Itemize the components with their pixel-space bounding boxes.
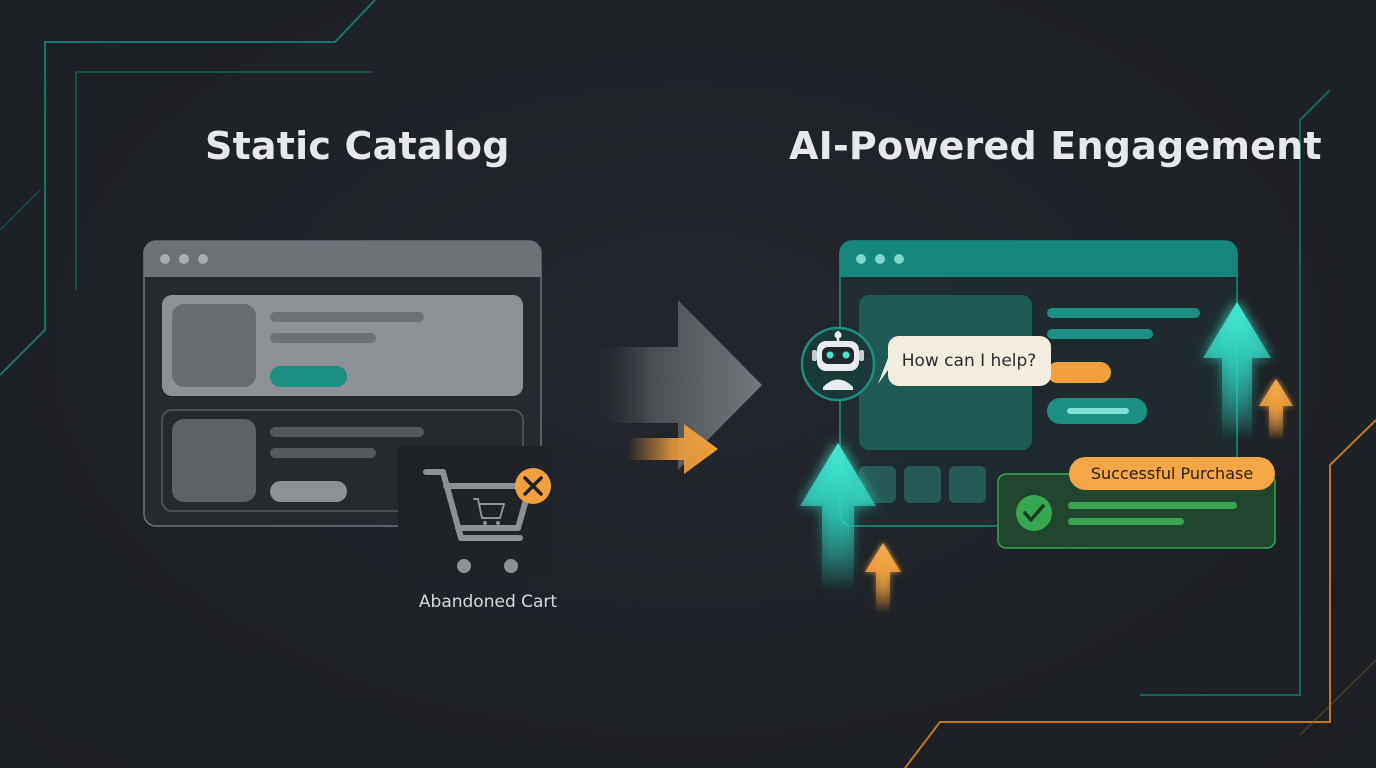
purchase-badge-label: Successful Purchase: [1090, 464, 1254, 483]
arrow-up-icon: [1259, 379, 1293, 440]
window-dot: [875, 254, 885, 264]
thumbnail-placeholder: [949, 466, 986, 503]
chat-bubble: [878, 336, 1051, 386]
product-button-placeholder: [270, 481, 347, 502]
window-dot: [198, 254, 208, 264]
product-image-placeholder: [172, 419, 256, 502]
add-to-cart-button: [270, 366, 347, 387]
window-dot: [179, 254, 189, 264]
product-image-placeholder: [172, 304, 256, 387]
window-dot: [160, 254, 170, 264]
window-dot: [894, 254, 904, 264]
shopping-cart-icon: [423, 469, 533, 573]
static-catalog-title: Static Catalog: [205, 124, 510, 168]
arrow-up-icon: [1203, 302, 1271, 440]
product-card: [162, 295, 523, 396]
arrow-up-icon: [865, 543, 901, 612]
close-icon: [515, 468, 551, 504]
arrow-up-icon: [800, 443, 876, 590]
window-dot: [856, 254, 866, 264]
abandoned-cart-label: Abandoned Cart: [418, 592, 558, 612]
static-catalog-window: [143, 240, 542, 527]
transition-arrow: [590, 300, 762, 470]
ai-engagement-title: AI-Powered Engagement: [789, 124, 1322, 168]
purchase-success-card: [997, 457, 1276, 549]
thumbnail-placeholder: [904, 466, 941, 503]
chat-bubble-text: How can I help?: [901, 351, 1037, 371]
robot-icon: [800, 326, 876, 402]
checkmark-icon: [1016, 495, 1052, 531]
orange-button-placeholder: [1047, 362, 1111, 383]
abandoned-cart: [398, 446, 554, 578]
purchase-badge: [1069, 457, 1275, 490]
arrow-right-icon: [628, 424, 718, 474]
